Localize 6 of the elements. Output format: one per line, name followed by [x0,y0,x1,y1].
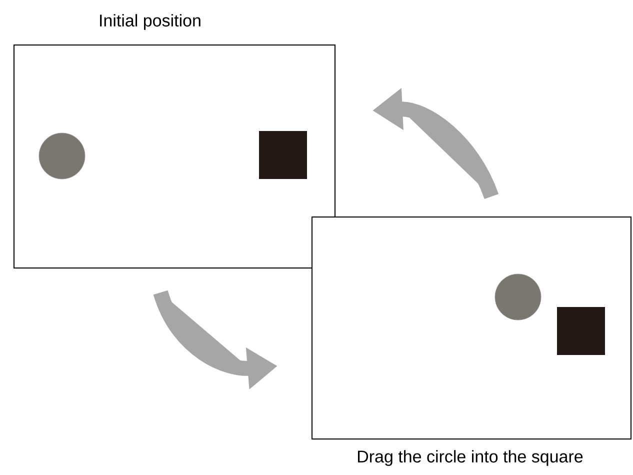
panel-heading: Drag the circle into the square [358,450,583,466]
panel-heading: Initial position [100,14,200,30]
square-shape [557,307,605,355]
circle-shape [494,274,542,320]
circle-shape [38,132,86,180]
square-shape [259,131,307,179]
